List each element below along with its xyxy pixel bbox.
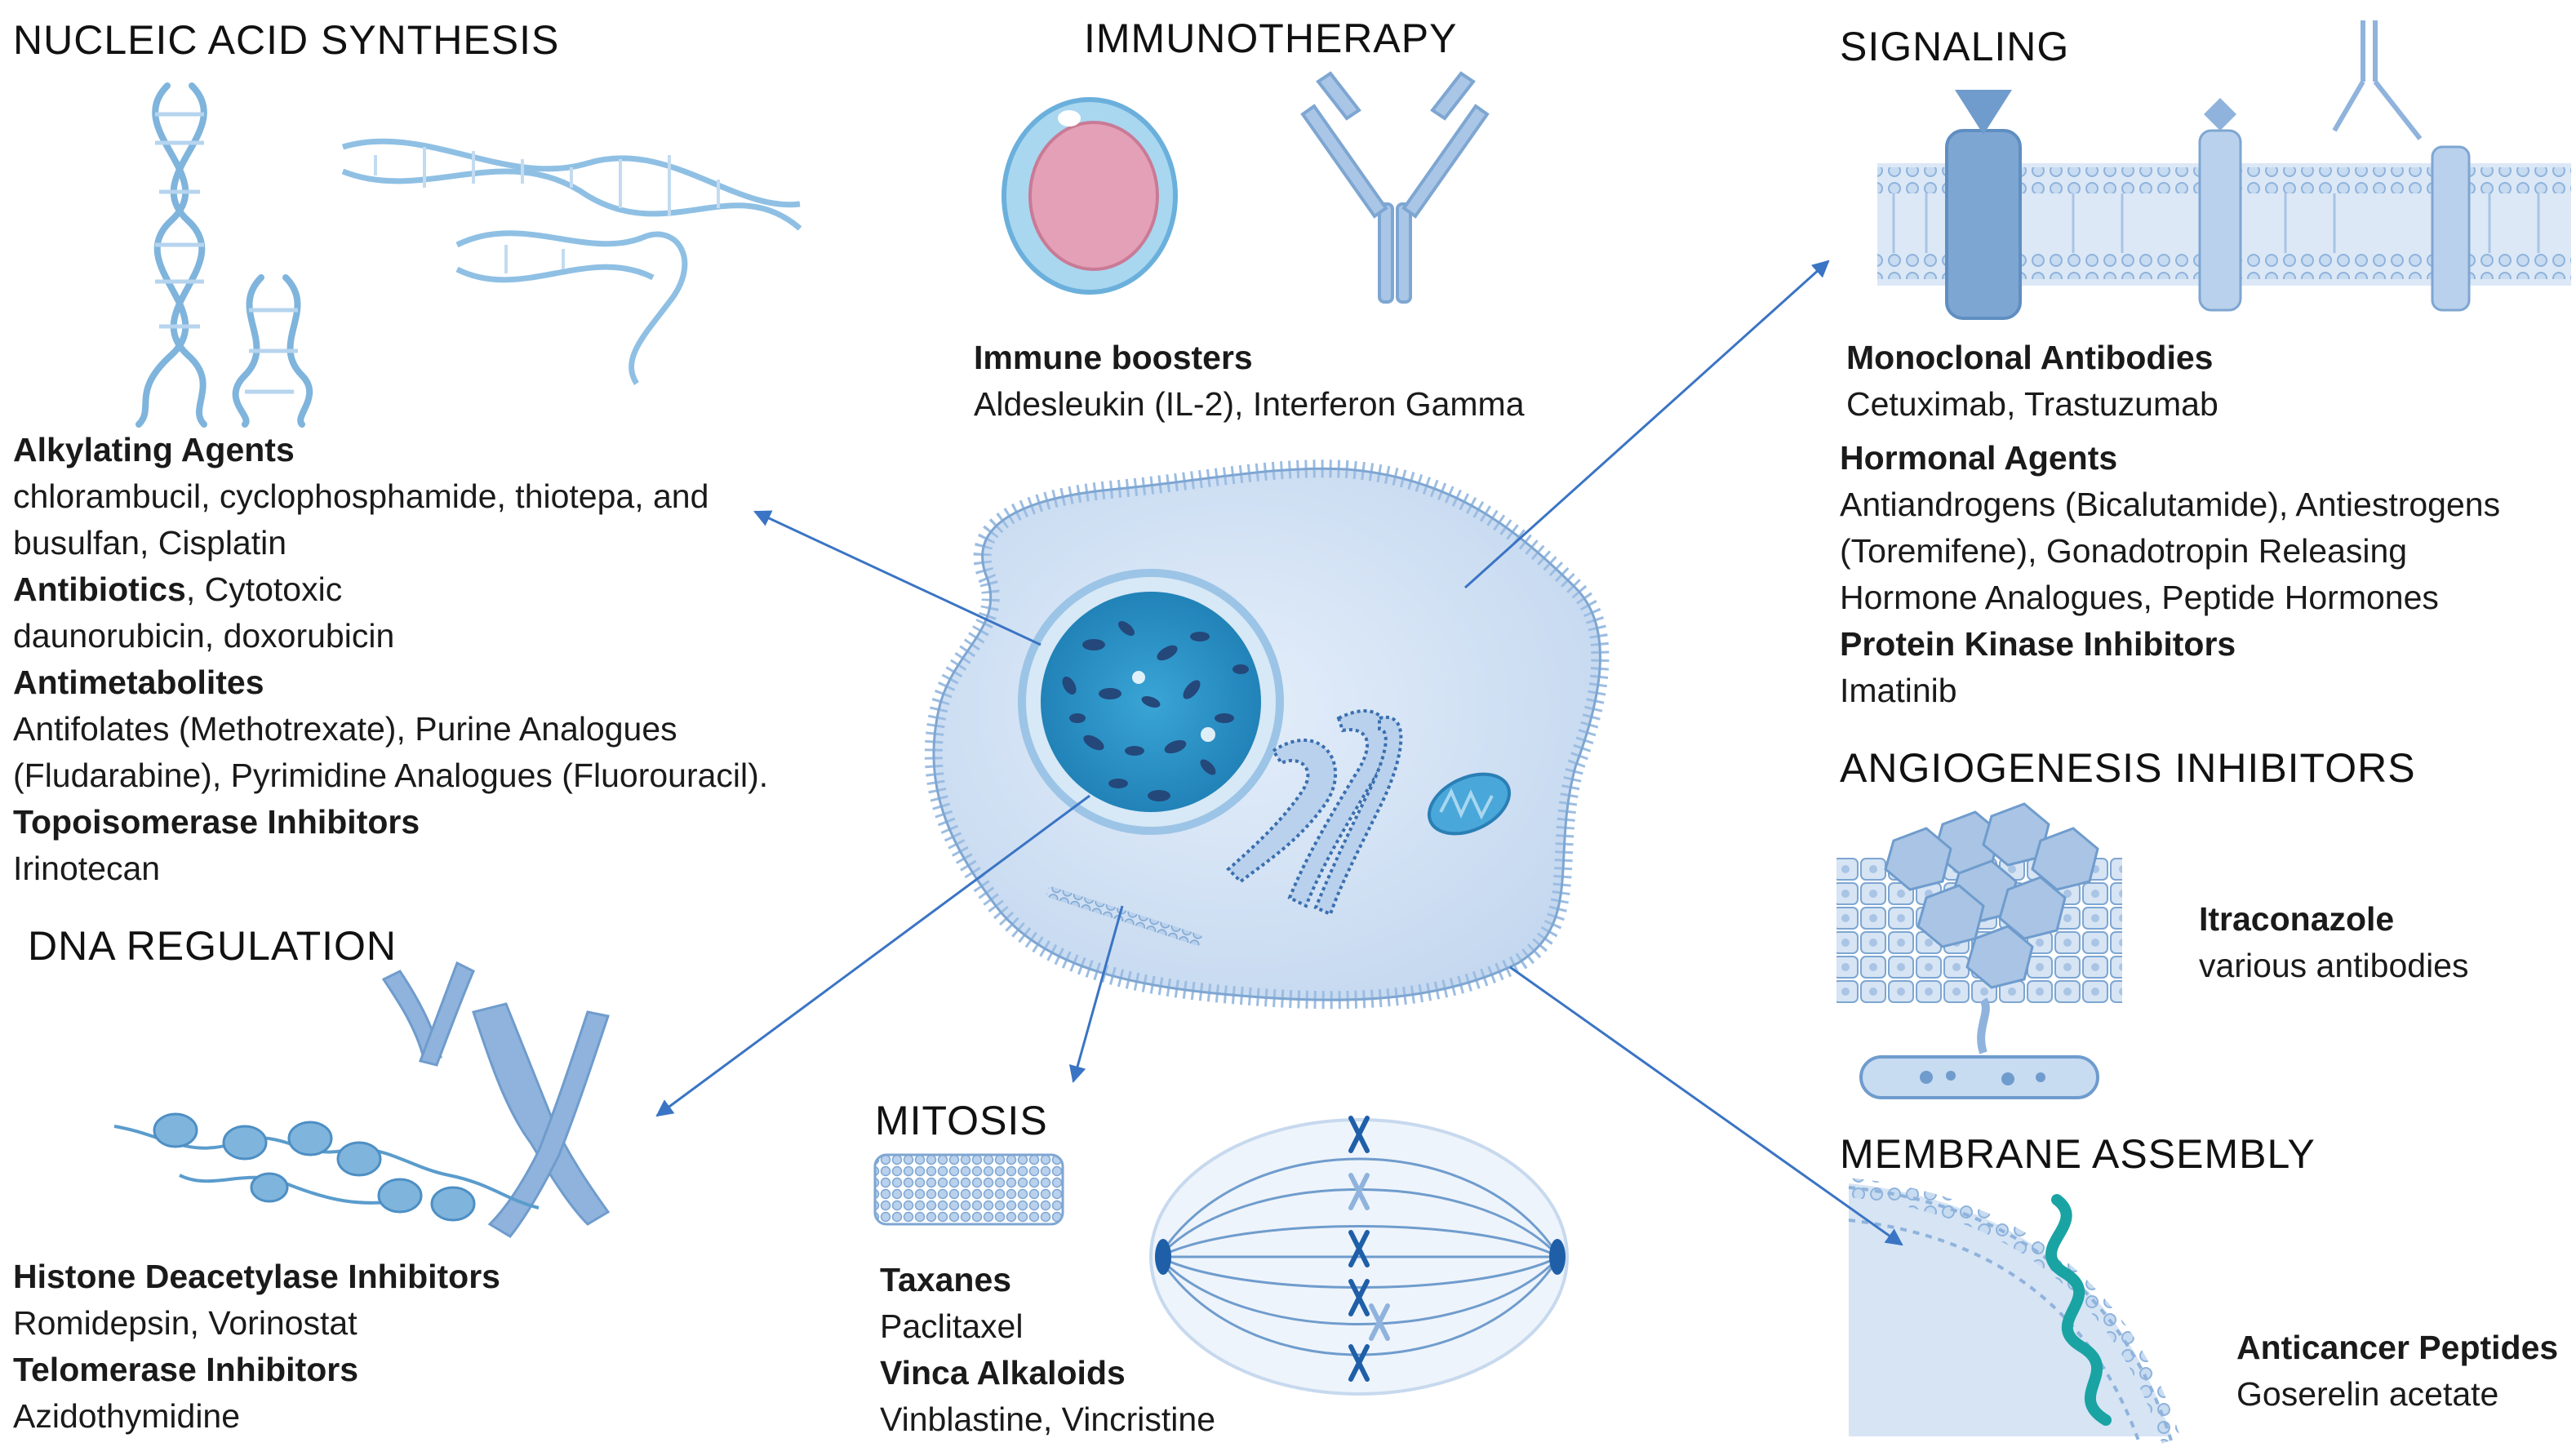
anticancer-peptides-line1: Goserelin acetate <box>2236 1375 2499 1413</box>
heading-mitosis: MITOSIS <box>875 1098 1048 1143</box>
mitosis-drug-list: Taxanes Paclitaxel Vinca Alkaloids Vinbl… <box>880 1257 1304 1443</box>
heading-angiogenesis-inhibitors: ANGIOGENESIS INHIBITORS <box>1840 745 2416 791</box>
protein-kinase-title: Protein Kinase Inhibitors <box>1840 625 2236 663</box>
antimetabolites-line2: (Fludarabine), Pyrimidine Analogues (Flu… <box>13 757 769 794</box>
topoisomerase-title: Topoisomerase Inhibitors <box>13 803 420 841</box>
dna-helix-icon <box>135 82 802 428</box>
hormonal-agents-title: Hormonal Agents <box>1840 439 2118 477</box>
alkylating-agents-line1: chlorambucil, cyclophosphamide, thiotepa… <box>13 477 709 515</box>
angiogenesis-drug-list: Itraconazole various antibodies <box>2199 896 2558 989</box>
telomerase-line1: Azidothymidine <box>13 1397 241 1435</box>
mitotic-spindle-icon <box>1149 1116 1569 1396</box>
microtubule-icon <box>873 1153 1064 1226</box>
angiogenesis-tissue-icon <box>1837 802 2122 1099</box>
heading-membrane-assembly: MEMBRANE ASSEMBLY <box>1840 1131 2316 1177</box>
itraconazole-title: Itraconazole <box>2199 900 2395 938</box>
heading-signaling: SIGNALING <box>1840 24 2070 69</box>
histone-deacetylase-title: Histone Deacetylase Inhibitors <box>13 1258 500 1295</box>
arrow-to-dna-regulation <box>655 794 1090 1117</box>
vinca-alkaloids-line1: Vinblastine, Vincristine <box>880 1400 1216 1438</box>
vinca-alkaloids-title: Vinca Alkaloids <box>880 1354 1126 1392</box>
lipid-bilayer-peptide-icon <box>1847 1178 2181 1444</box>
anticancer-peptides-title: Anticancer Peptides <box>2236 1329 2559 1366</box>
monoclonal-drug-list: Monoclonal Antibodies Cetuximab, Trastuz… <box>1846 335 2565 428</box>
protein-kinase-line1: Imatinib <box>1840 672 1957 709</box>
histone-deacetylase-line1: Romidepsin, Vorinostat <box>13 1304 358 1342</box>
heading-dna-regulation: DNA REGULATION <box>28 923 398 969</box>
antibiotics-row: Antibiotics, Cytotoxic <box>13 566 862 613</box>
immune-boosters-title: Immune boosters <box>974 339 1253 376</box>
antimetabolites-line1: Antifolates (Methotrexate), Purine Analo… <box>13 710 677 748</box>
arrow-to-membrane-assembly <box>1509 965 1903 1246</box>
cell-membrane-receptor-icon <box>1877 20 2571 320</box>
telomerase-title: Telomerase Inhibitors <box>13 1351 359 1388</box>
heading-nucleic-acid-synthesis: NUCLEIC ACID SYNTHESIS <box>13 17 560 63</box>
monoclonal-antibodies-line1: Cetuximab, Trastuzumab <box>1846 385 2218 423</box>
membrane-assembly-drug-list: Anticancer Peptides Goserelin acetate <box>2236 1325 2571 1418</box>
hormonal-agents-line1: Antiandrogens (Bicalutamide), Antiestrog… <box>1840 486 2501 523</box>
itraconazole-line1: various antibodies <box>2199 947 2469 984</box>
antibiotics-suffix: , Cytotoxic <box>185 570 343 608</box>
antibody-icon <box>1300 71 1490 304</box>
immune-cell-icon <box>1002 97 1178 295</box>
monoclonal-antibodies-title: Monoclonal Antibodies <box>1846 339 2214 376</box>
hormonal-agents-line3: Hormone Analogues, Peptide Hormones <box>1840 579 2439 616</box>
topoisomerase-line1: Irinotecan <box>13 850 161 887</box>
immunotherapy-drug-list: Immune boosters Aldesleukin (IL-2), Inte… <box>974 335 1594 428</box>
chromosome-icon <box>113 961 611 1238</box>
arrow-to-nucleic-acid <box>753 510 1042 646</box>
arrow-to-signaling <box>1463 260 1830 589</box>
signaling-drug-list: Hormonal Agents Antiandrogens (Bicalutam… <box>1840 435 2566 714</box>
nucleic-acid-drug-list: Alkylating Agents chlorambucil, cyclopho… <box>13 427 862 892</box>
dna-regulation-drug-list: Histone Deacetylase Inhibitors Romidepsi… <box>13 1254 601 1440</box>
heading-immunotherapy: IMMUNOTHERAPY <box>1084 16 1458 61</box>
pathway-arrows <box>655 260 1903 1246</box>
cancer-cell-icon <box>924 459 1610 1010</box>
taxanes-title: Taxanes <box>880 1261 1012 1298</box>
taxanes-line1: Paclitaxel <box>880 1307 1024 1345</box>
hormonal-agents-line2: (Toremifene), Gonadotropin Releasing <box>1840 532 2408 570</box>
antibiotics-line2: daunorubicin, doxorubicin <box>13 617 395 655</box>
alkylating-agents-line2: busulfan, Cisplatin <box>13 524 287 561</box>
immune-boosters-line1: Aldesleukin (IL-2), Interferon Gamma <box>974 385 1525 423</box>
antibiotics-title: Antibiotics <box>13 570 186 608</box>
antimetabolites-title: Antimetabolites <box>13 664 264 701</box>
alkylating-agents-title: Alkylating Agents <box>13 431 295 468</box>
arrow-to-mitosis <box>1068 905 1124 1084</box>
